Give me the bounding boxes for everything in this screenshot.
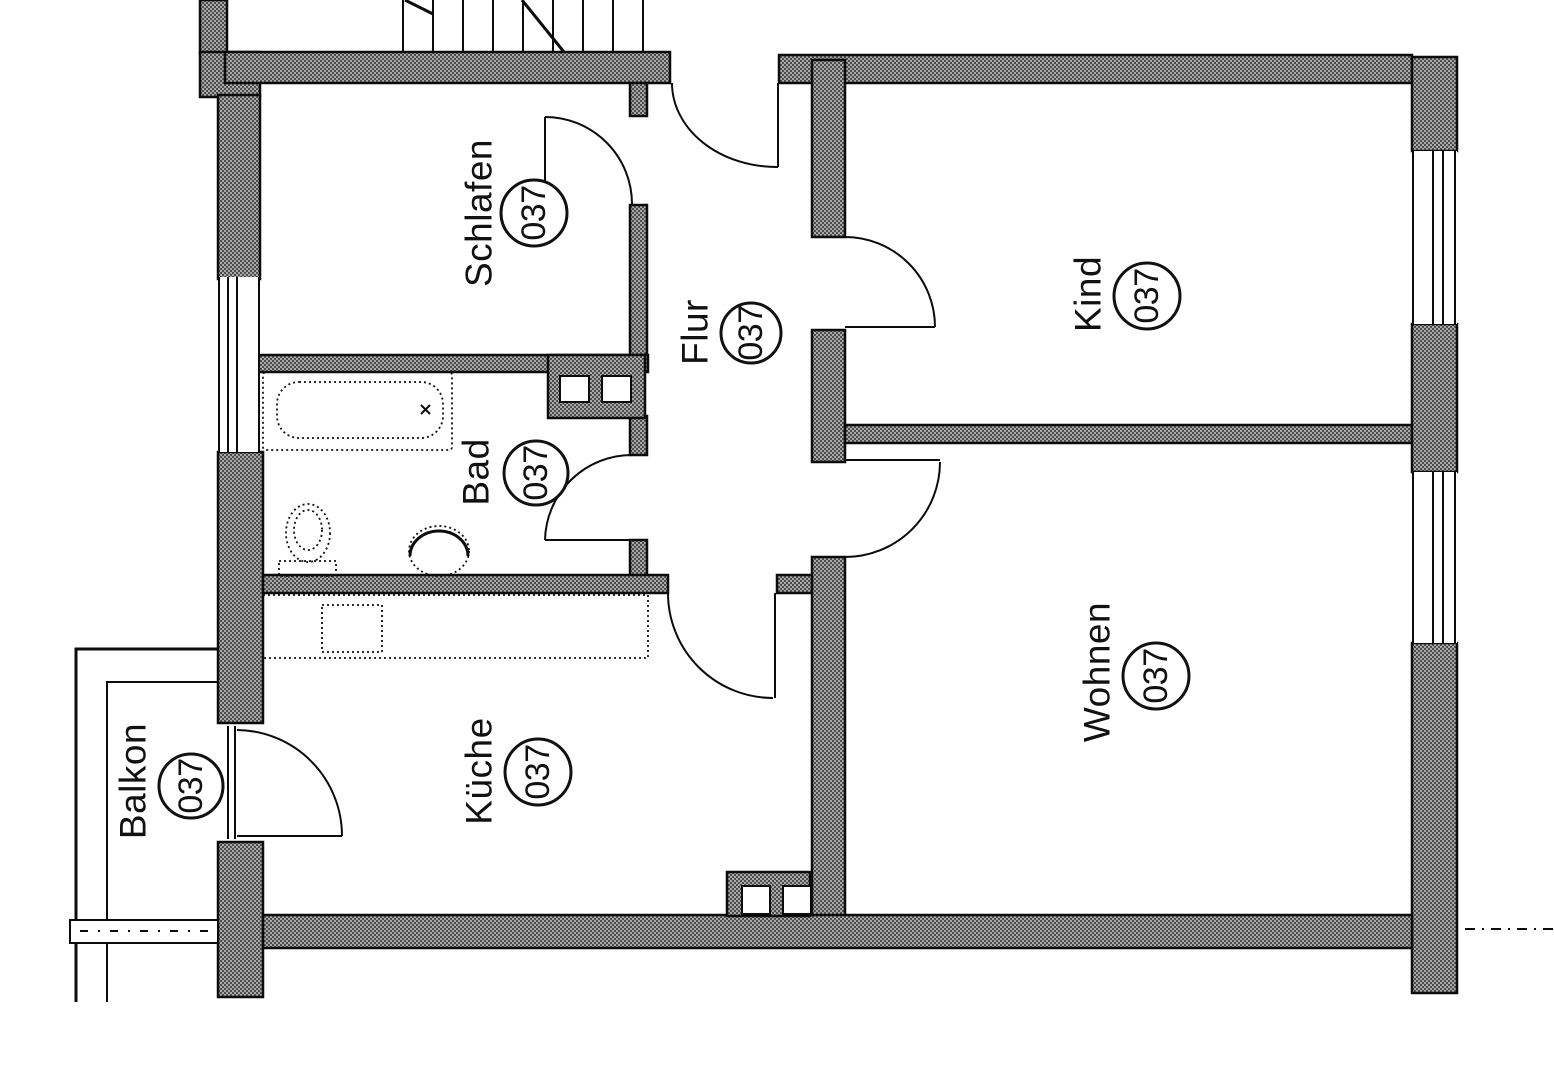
window-wohnen (1412, 472, 1457, 643)
walls (198, 0, 1459, 999)
staircase (402, 0, 644, 53)
wall-flur-stub-bottom (628, 538, 649, 578)
flue-vent (741, 885, 771, 915)
sink-icon (408, 525, 470, 577)
balcony-railing (69, 647, 219, 1002)
svg-text:037: 037 (517, 445, 555, 500)
wall-right-top (1410, 55, 1459, 153)
bad-door (544, 454, 633, 541)
wall-top-band-right (777, 53, 1414, 85)
wall-left-upper (216, 93, 262, 281)
svg-text:Schlafen: Schlafen (459, 139, 500, 287)
wall-flur-mid (628, 203, 649, 359)
window-schlafen-bad (218, 277, 260, 452)
windows (218, 151, 1457, 643)
flue-vent (601, 375, 632, 403)
svg-text:037: 037 (1137, 648, 1175, 703)
wall-kind-wohnen-divider (843, 423, 1414, 445)
kueche-door (667, 592, 776, 699)
wall-flur-low (628, 414, 649, 457)
room-label-kueche: Küche 037 (459, 717, 573, 825)
wall-flur-stub-top (628, 81, 649, 118)
room-label-balkon: Balkon 037 (113, 723, 225, 839)
wohnen-door (844, 459, 941, 558)
kind-door (844, 236, 936, 328)
wall-bad-kueche (261, 573, 670, 595)
stair-treads (402, 0, 644, 52)
room-label-schlafen: Schlafen 037 (459, 139, 569, 287)
room-label-kind: Kind 037 (1068, 256, 1182, 332)
window-kind (1412, 151, 1457, 324)
wall-right-bottom (1410, 641, 1459, 995)
flue-vent (782, 885, 812, 915)
wall-left-lower (216, 450, 265, 725)
wall-central-mid (810, 328, 847, 464)
room-label-wohnen: Wohnen 037 (1077, 602, 1191, 742)
wall-bottom (261, 913, 1414, 950)
kitchen-counter-icon (262, 594, 649, 659)
room-label-flur: Flur 037 (675, 299, 783, 365)
svg-text:037: 037 (732, 305, 770, 360)
wall-left-bottom (216, 840, 265, 999)
svg-text:037: 037 (172, 758, 210, 813)
room-labels: Schlafen 037 Flur 037 Bad 037 Kind 037 K… (113, 139, 1191, 839)
bathtub-icon (262, 371, 453, 451)
svg-text:Bad: Bad (456, 438, 497, 505)
svg-text:Balkon: Balkon (113, 723, 154, 839)
svg-text:Wohnen: Wohnen (1077, 602, 1118, 742)
svg-text:Küche: Küche (459, 717, 500, 824)
doors (227, 82, 941, 839)
svg-text:037: 037 (1128, 268, 1166, 323)
toilet-icon (278, 503, 337, 577)
svg-text:037: 037 (519, 744, 557, 799)
balkon-door (227, 726, 343, 839)
svg-text:Kind: Kind (1068, 256, 1109, 332)
stove-icon (321, 604, 383, 653)
room-label-bad: Bad 037 (456, 438, 570, 507)
svg-text:037: 037 (515, 185, 553, 240)
svg-text:Flur: Flur (675, 299, 716, 365)
wall-top-band (223, 50, 672, 85)
wall-central-top (810, 58, 847, 239)
stair-direction-line (404, 0, 566, 53)
wall-stairwell-left (198, 0, 229, 56)
flue-vent (559, 375, 590, 403)
entry-door (671, 82, 779, 169)
wall-right-mid (1410, 322, 1459, 474)
wall-central-bottom (810, 555, 847, 919)
wall-kueche-door-stub (775, 573, 815, 595)
